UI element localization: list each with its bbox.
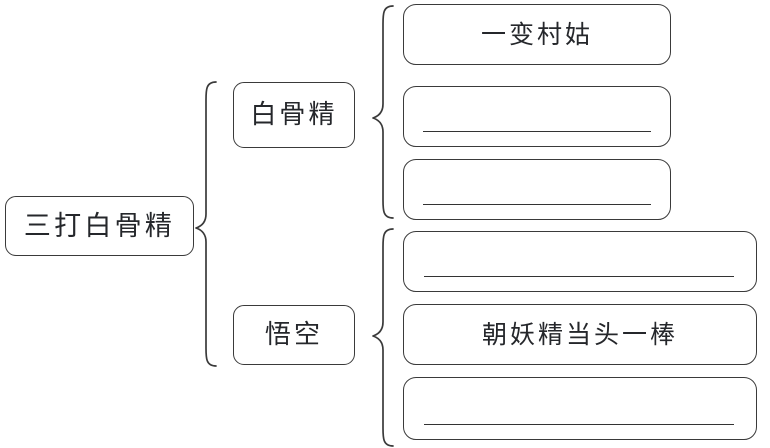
root-node-label: 三打白骨精 [23, 210, 176, 242]
branch-a-brace-icon [372, 5, 394, 219]
leaf-node: 一变村姑 [403, 4, 671, 65]
branch-b-brace-icon [372, 228, 394, 447]
leaf-node-label: 朝妖精当头一棒 [481, 320, 678, 349]
branch-node-wukong: 悟空 [233, 305, 355, 365]
branch-node-baigujing: 白骨精 [233, 82, 355, 148]
leaf-node-label: 一变村姑 [480, 20, 593, 49]
leaf-node: 朝妖精当头一棒 [403, 304, 757, 365]
answer-line [423, 204, 651, 205]
branch-node-label: 悟空 [264, 320, 324, 350]
leaf-node-blank[interactable] [403, 86, 671, 147]
answer-line [424, 424, 734, 425]
leaf-node-blank[interactable] [403, 231, 757, 292]
leaf-node-blank[interactable] [403, 159, 671, 220]
answer-line [423, 131, 651, 132]
branch-node-label: 白骨精 [250, 100, 338, 130]
leaf-node-blank[interactable] [403, 377, 757, 440]
root-node: 三打白骨精 [5, 196, 194, 256]
answer-line [424, 276, 734, 277]
root-brace-icon [195, 81, 217, 367]
